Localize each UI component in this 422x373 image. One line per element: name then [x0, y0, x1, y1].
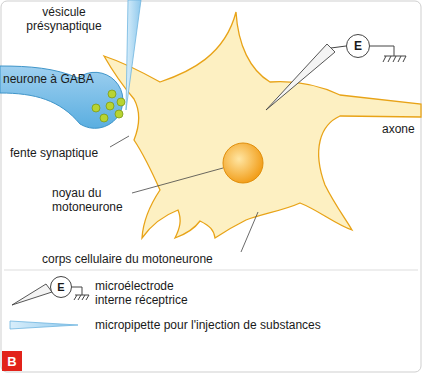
- part-label: corps cellulaire du motoneurone: [42, 252, 242, 266]
- leader-line: [110, 136, 129, 147]
- gaba-neuron: [0, 66, 123, 128]
- legend-electrode: [12, 284, 52, 305]
- node-text: E: [354, 40, 362, 52]
- microelectrode: [266, 44, 335, 110]
- nucleus: [223, 143, 263, 183]
- part-label: neurone à GABA: [3, 72, 99, 86]
- legend-text: micropipette pour l'injection de substan…: [95, 318, 395, 332]
- node-text: E: [57, 282, 64, 293]
- vesicle: [92, 90, 125, 122]
- part-label: axone: [382, 122, 420, 136]
- part-label: fente synaptique: [10, 146, 110, 160]
- ground-symbol: [370, 46, 406, 62]
- node-text: B: [7, 355, 16, 368]
- part-label: noyau du motoneurone: [52, 186, 134, 214]
- legend-ground: [72, 287, 89, 300]
- leader-line: [132, 168, 223, 193]
- legend-pipette: [10, 321, 78, 329]
- electrode-symbol: E: [50, 276, 72, 298]
- electrode-symbol: E: [346, 34, 370, 58]
- panel-letter: B: [2, 351, 22, 371]
- motoneuron-cell: [104, 12, 421, 238]
- legend-text: microélectrode interne réceptrice: [95, 279, 213, 307]
- leader-line: [241, 212, 258, 252]
- part-label: vésicule présynaptique: [14, 5, 114, 33]
- electrode-wire: [331, 46, 346, 48]
- micropipette: [126, 0, 141, 110]
- separator: [4, 270, 418, 271]
